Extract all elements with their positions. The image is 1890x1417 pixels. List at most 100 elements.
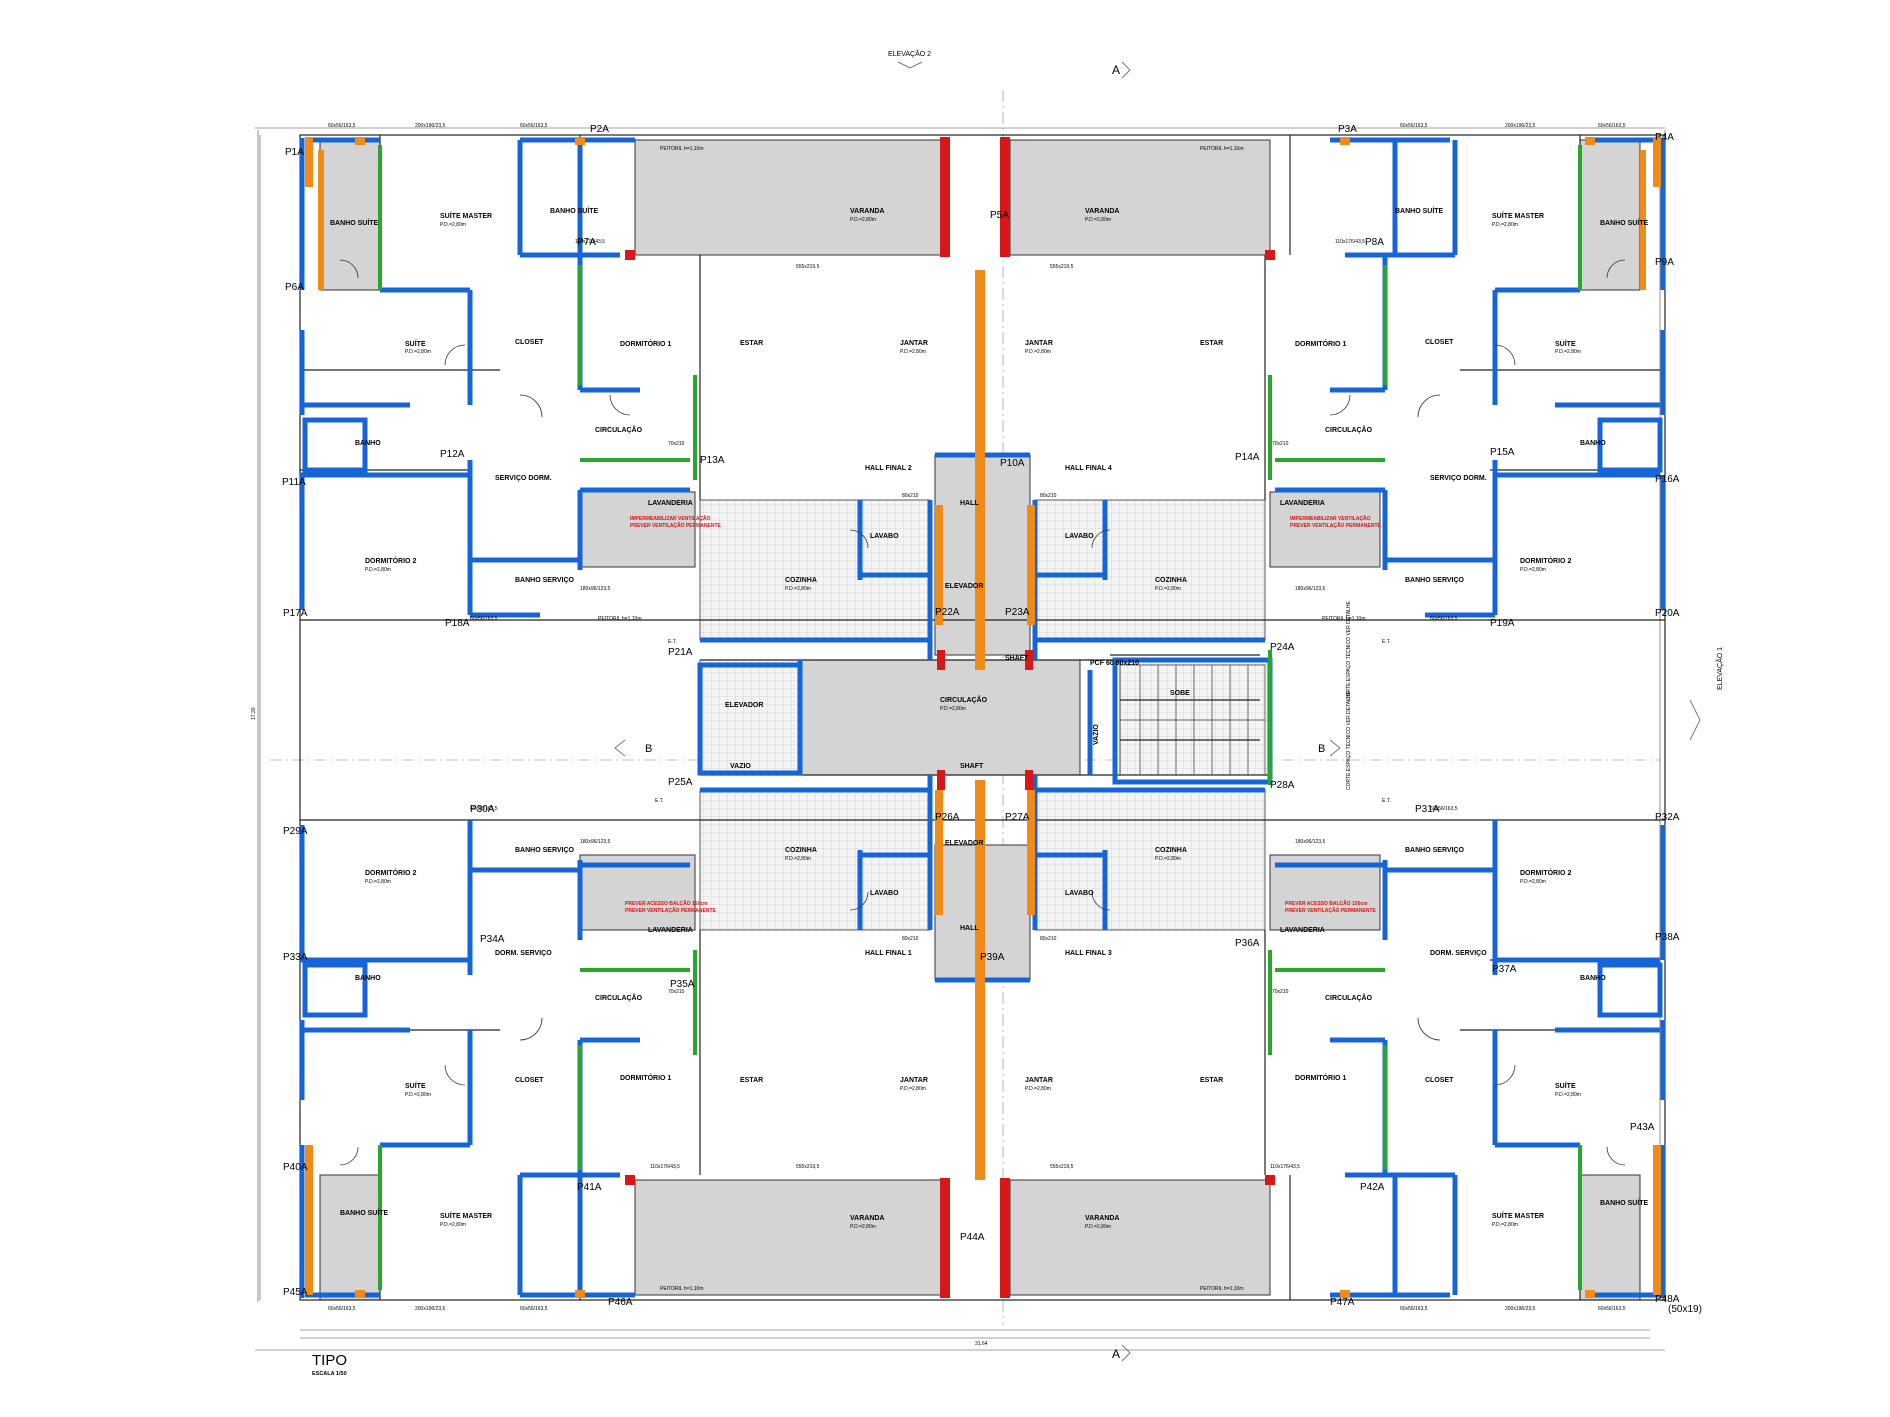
room-label: ESTAR	[1200, 340, 1223, 347]
room-label: DORMITÓRIO 2	[1520, 868, 1571, 877]
room-label: JANTAR	[1025, 1077, 1053, 1084]
note-nivel: P.D.=2,80m	[785, 856, 811, 862]
room-label: SHAFT	[960, 763, 984, 770]
door-code: 80x210	[1040, 936, 1057, 942]
pillar-label: P26A	[935, 812, 960, 823]
window-code: 60x56/163,5	[520, 1306, 548, 1312]
note-peitoril: PEITORIL h=1,10m	[660, 1286, 704, 1292]
room-label: COZINHA	[785, 847, 817, 854]
room-label: LAVANDERIA	[1280, 500, 1325, 507]
room-label: DORMITÓRIO 2	[365, 556, 416, 565]
room-label: ESTAR	[1200, 1077, 1223, 1084]
room-label: CLOSET	[515, 1077, 544, 1084]
window-code: 60x56/163,5	[1430, 616, 1458, 622]
window-code: 110x176/43,5	[575, 239, 605, 245]
window-code: 110x176/43,5	[650, 1164, 680, 1170]
room-label: SERVIÇO DORM.	[1430, 475, 1487, 482]
window-code: 60x56/163,5	[1430, 806, 1458, 812]
pillar-label: P41A	[577, 1182, 602, 1193]
room-label: BANHO SUÍTE	[340, 1208, 389, 1217]
pillar-label: P25A	[668, 777, 693, 788]
room-label: VARANDA	[1085, 208, 1119, 215]
note-red: PREVER VENTILAÇÃO PERMANENTE	[625, 907, 717, 914]
pillar-label: P29A	[283, 826, 308, 837]
section-mark-top: A	[1112, 63, 1120, 77]
window-code: 60x56/163,5	[1400, 123, 1428, 129]
door-code: 70x210	[668, 441, 685, 447]
room-label: SUÍTE	[1555, 339, 1576, 348]
room-label: LAVABO	[1065, 533, 1094, 540]
note-red: PREVER VENTILAÇÃO PERMANENTE	[630, 522, 722, 529]
note-red: PREVER VENTILAÇÃO PERMANENTE	[1285, 907, 1377, 914]
room-label: BANHO SERVIÇO	[515, 847, 575, 854]
pillar-label: P37A	[1492, 964, 1517, 975]
pillar-label: P47A	[1330, 1297, 1355, 1308]
pillar-label: P6A	[285, 282, 304, 293]
room-label: SOBE	[1170, 690, 1190, 697]
pillar-label: P24A	[1270, 642, 1295, 653]
note-nivel: P.D.=2,80m	[1155, 856, 1181, 862]
note-peitoril: PEITORIL h=1,10m	[1200, 1286, 1244, 1292]
room-label: ELEVADOR	[945, 583, 983, 590]
note-et: E.T.	[655, 798, 664, 804]
plan-title: TIPO	[312, 1352, 347, 1369]
pillar-label: P11A	[282, 477, 306, 488]
note-nivel: P.D.=2,80m	[405, 1092, 431, 1098]
door-code: 70x210	[1272, 989, 1289, 995]
window-code: 180x96/123,5	[1295, 839, 1326, 845]
pillar-label: P14A	[1235, 452, 1260, 463]
pillar-label: P20A	[1655, 608, 1680, 619]
pillar-label: P13A	[700, 455, 725, 466]
pillar-label: P7A	[577, 237, 596, 248]
room-label: CIRCULAÇÃO	[1325, 425, 1373, 434]
room-label: HALL FINAL 4	[1065, 465, 1112, 472]
room-label: VARANDA	[850, 208, 884, 215]
blue-masonry-walls	[299, 137, 1666, 1298]
pillar-label: P3A	[1338, 124, 1357, 135]
room-label: LAVANDERIA	[648, 927, 693, 934]
window-code: 60x56/163,5	[1598, 1306, 1626, 1312]
room-label: HALL	[960, 500, 979, 507]
room-label: SUÍTE	[405, 339, 426, 348]
pillar-label: P38A	[1655, 932, 1680, 943]
room-label: BANHO	[355, 440, 381, 447]
note-nivel: P.D.=2,80m	[440, 222, 466, 228]
note-nivel: P.D.=2,80m	[1555, 1092, 1581, 1098]
room-label: SUÍTE MASTER	[1492, 1211, 1544, 1220]
window-code: 180x96/123,5	[580, 586, 611, 592]
window-code: 180x96/123,5	[1295, 586, 1326, 592]
room-label: HALL FINAL 2	[865, 465, 912, 472]
note-red: IMPERMEABILIZAR VENTILAÇÃO	[630, 515, 711, 522]
room-label: DORM. SERVIÇO	[1430, 950, 1487, 957]
pillar-label: P2A	[590, 124, 609, 135]
room-label: SERVIÇO DORM.	[495, 475, 552, 482]
room-label: COZINHA	[1155, 847, 1187, 854]
grey-zones	[319, 139, 1641, 1301]
door-code: 80x210	[1040, 493, 1057, 499]
room-label: CIRCULAÇÃO	[595, 425, 643, 434]
note-nivel: P.D.=2,80m	[850, 217, 876, 223]
note-nivel: P.D.=2,80m	[1025, 1086, 1051, 1092]
pillar-label: P43A	[1630, 1122, 1655, 1133]
window-code: 60x56/163,5	[520, 123, 548, 129]
window-door-codes: 200x196/23,5 60x56/163,5 60x56/163,5 60x…	[328, 123, 1626, 1312]
room-label: HALL FINAL 1	[865, 950, 912, 957]
note-nivel: P.D.=2,80m	[1520, 567, 1546, 573]
note-red: PREVER VENTILAÇÃO PERMANENTE	[1290, 522, 1382, 529]
overall-height: 17.20	[251, 707, 257, 720]
overall-width: 31.64	[975, 1341, 988, 1347]
note-et: E.T.	[1382, 798, 1391, 804]
window-code: 555x219,5	[1050, 264, 1074, 270]
room-label: JANTAR	[900, 1077, 928, 1084]
room-label: VARANDA	[850, 1215, 884, 1222]
window-code: 555x219,5	[796, 264, 820, 270]
elevation-label-right: ELEVAÇÃO 1	[1715, 647, 1724, 690]
tag-50x19: (50x19)	[1668, 1304, 1702, 1315]
window-code: 60x56/163,5	[1598, 123, 1626, 129]
room-label: DORMITÓRIO 1	[1295, 1073, 1346, 1082]
section-mark-left: B	[645, 743, 652, 755]
note-nivel: P.D.=2,80m	[1492, 1222, 1518, 1228]
room-label: BANHO	[1580, 440, 1606, 447]
pillar-label: P40A	[283, 1162, 308, 1173]
note-nivel: P.D.=2,80m	[1025, 349, 1051, 355]
